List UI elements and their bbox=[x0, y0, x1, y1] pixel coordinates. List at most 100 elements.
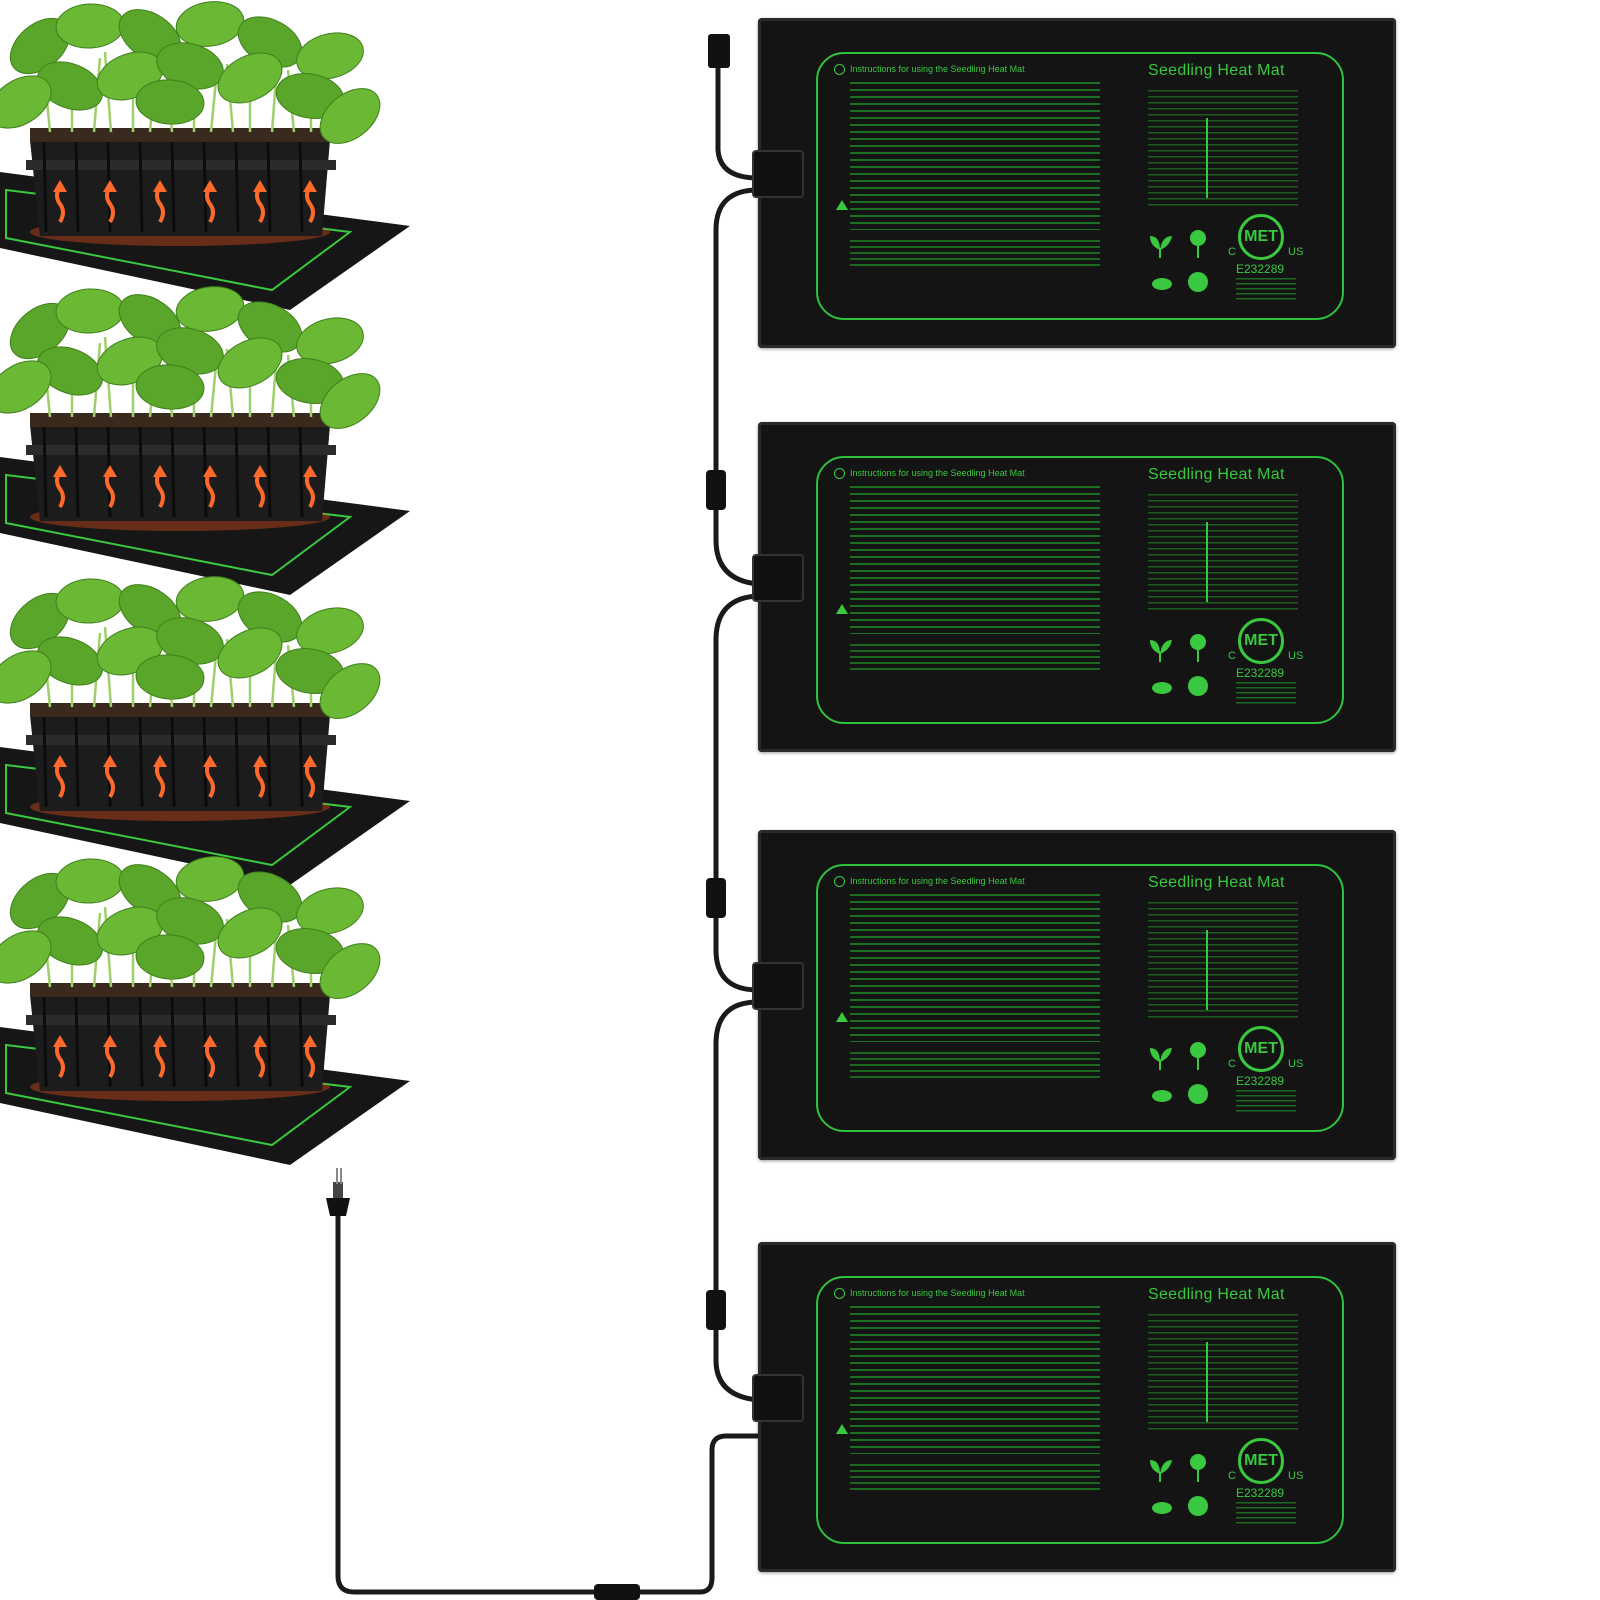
tray-cell-divider bbox=[42, 139, 48, 233]
tray-cell-divider bbox=[138, 139, 144, 233]
warning-icon bbox=[836, 1424, 848, 1434]
warning-icon bbox=[836, 604, 848, 614]
tray-cell-divider bbox=[170, 994, 176, 1088]
tray-cell-divider bbox=[266, 139, 272, 233]
met-cert-logo: MET bbox=[1238, 618, 1284, 664]
heat-arrow-head bbox=[303, 755, 317, 767]
seedling-leaf bbox=[0, 75, 52, 129]
instructions-title: Instructions for using the Seedling Heat… bbox=[850, 468, 1025, 478]
tray-cell-divider bbox=[74, 714, 80, 808]
tray-rim bbox=[26, 1015, 336, 1025]
seedling-leaf bbox=[296, 32, 364, 80]
tray-cell-divider bbox=[266, 714, 272, 808]
met-cert-logo: MET bbox=[1238, 214, 1284, 260]
tray-cell-divider bbox=[202, 424, 208, 518]
instructions-text bbox=[850, 1306, 1100, 1454]
tray-cell-divider bbox=[202, 139, 208, 233]
seedling-leaf bbox=[135, 654, 205, 700]
soil bbox=[30, 128, 330, 142]
seedling-leaf bbox=[296, 887, 364, 935]
heat-arrow-head bbox=[203, 1035, 217, 1047]
instructions-title: Instructions for using the Seedling Heat… bbox=[850, 64, 1025, 74]
flower-icon bbox=[1190, 634, 1206, 662]
temperature-table bbox=[1148, 90, 1298, 206]
warning-icon bbox=[836, 1012, 848, 1022]
soil bbox=[30, 983, 330, 997]
temperature-table bbox=[1148, 902, 1298, 1018]
flower-icon bbox=[1190, 1042, 1206, 1070]
warning-text bbox=[850, 240, 1100, 270]
fruit-icon bbox=[1152, 682, 1172, 694]
tray-cell-divider bbox=[138, 994, 144, 1088]
temp-range-arrow bbox=[1206, 118, 1208, 198]
seedling-leaf bbox=[0, 360, 52, 414]
seedling-leaf bbox=[36, 346, 104, 396]
cert-number: E232289 bbox=[1236, 262, 1285, 276]
temperature-table bbox=[1148, 1314, 1298, 1430]
cert-c-mark: C bbox=[1228, 1470, 1236, 1482]
seedling-leaf bbox=[296, 607, 364, 655]
warning-text bbox=[850, 1052, 1100, 1082]
tray-cell-divider bbox=[74, 139, 80, 233]
tray-cell-divider bbox=[42, 424, 48, 518]
heat-arrow-head bbox=[153, 465, 167, 477]
tray-cell-divider bbox=[202, 714, 208, 808]
heat-arrow-head bbox=[303, 1035, 317, 1047]
seedling-tray bbox=[0, 576, 410, 885]
seedling-leaf bbox=[36, 61, 104, 111]
instructions-title: Instructions for using the Seedling Heat… bbox=[850, 1288, 1025, 1298]
seedling-heat-mat: Instructions for using the Seedling Heat… bbox=[752, 422, 1396, 752]
seedling-leaf bbox=[319, 373, 381, 429]
info-icon bbox=[834, 64, 845, 75]
vegetable-icon bbox=[1188, 272, 1208, 292]
instructions-text bbox=[850, 82, 1100, 230]
heat-arrow-head bbox=[253, 180, 267, 192]
mat-border bbox=[816, 52, 1344, 320]
cable-tab bbox=[752, 554, 804, 602]
seedling-icon bbox=[1150, 236, 1172, 258]
mat-brand-title: Seedling Heat Mat bbox=[1148, 874, 1285, 891]
seedling-leaf bbox=[0, 930, 52, 984]
spec-text bbox=[1236, 278, 1296, 300]
cable-tab bbox=[752, 150, 804, 198]
seedling-leaf bbox=[36, 916, 104, 966]
heat-arrow-head bbox=[253, 1035, 267, 1047]
temp-range-arrow bbox=[1206, 1342, 1208, 1422]
seedling-leaf bbox=[217, 337, 283, 389]
temp-range-arrow bbox=[1206, 522, 1208, 602]
met-cert-logo: MET bbox=[1238, 1026, 1284, 1072]
flower-icon bbox=[1190, 1454, 1206, 1482]
tray-cell-divider bbox=[138, 424, 144, 518]
met-cert-logo: MET bbox=[1238, 1438, 1284, 1484]
heat-arrow-head bbox=[53, 1035, 67, 1047]
tray-rim bbox=[26, 445, 336, 455]
cert-number: E232289 bbox=[1236, 1486, 1285, 1500]
warning-text bbox=[850, 1464, 1100, 1494]
cert-c-mark: C bbox=[1228, 650, 1236, 662]
seedling-leaf bbox=[217, 52, 283, 104]
vegetable-icon bbox=[1188, 1496, 1208, 1516]
heat-arrow-head bbox=[303, 180, 317, 192]
seedling-heat-mat: Instructions for using the Seedling Heat… bbox=[752, 1242, 1396, 1572]
tray-rim bbox=[26, 735, 336, 745]
seedling-leaf bbox=[319, 663, 381, 719]
seedling-leaf bbox=[175, 286, 245, 332]
seedling-leaf bbox=[175, 576, 245, 622]
seedling-leaf bbox=[175, 1, 245, 47]
tray-cell-divider bbox=[170, 139, 176, 233]
seedling-leaf bbox=[296, 317, 364, 365]
heat-arrow-head bbox=[103, 755, 117, 767]
heat-arrow-head bbox=[103, 1035, 117, 1047]
fruit-icon bbox=[1152, 1502, 1172, 1514]
cert-us-mark: US bbox=[1288, 650, 1304, 662]
temperature-table bbox=[1148, 494, 1298, 610]
tray-cell-divider bbox=[234, 139, 240, 233]
heat-arrow-head bbox=[153, 1035, 167, 1047]
cord-to-mats bbox=[640, 1433, 760, 1595]
cert-us-mark: US bbox=[1288, 1470, 1304, 1482]
flower-icon bbox=[1190, 230, 1206, 258]
instructions-text bbox=[850, 894, 1100, 1042]
seedling-leaf bbox=[36, 636, 104, 686]
vegetable-icon bbox=[1188, 1084, 1208, 1104]
